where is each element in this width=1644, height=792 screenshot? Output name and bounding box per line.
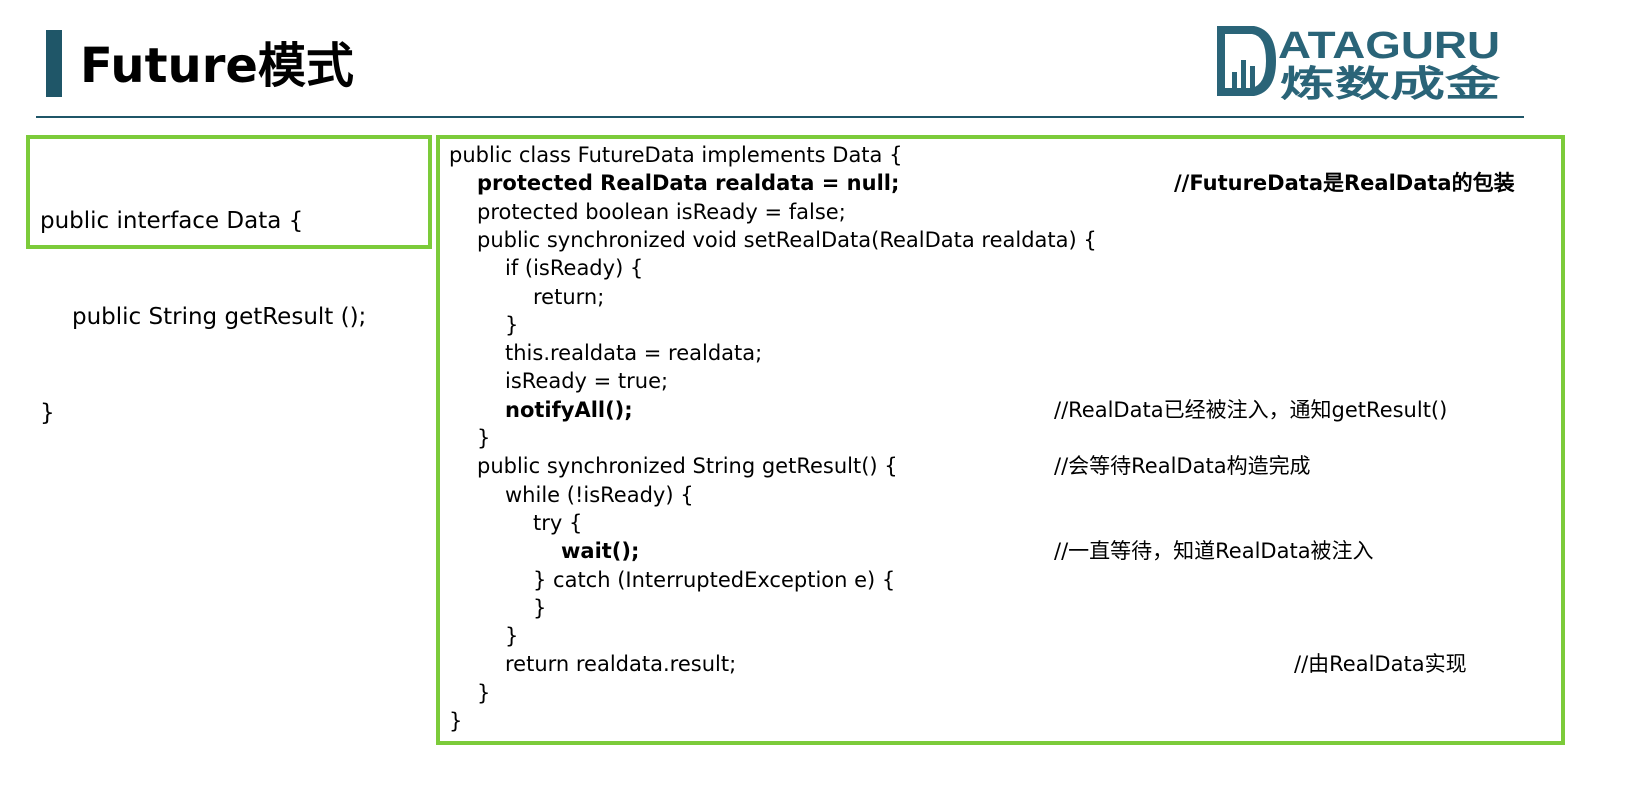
code-line: return realdata.result; bbox=[505, 652, 737, 677]
code-line: protected boolean isReady = false; bbox=[477, 199, 846, 224]
code-comment: //FutureData是RealData的包装 bbox=[1174, 171, 1515, 196]
code-line: while (!isReady) { bbox=[505, 482, 694, 507]
logo-latin-text: ATAGURU bbox=[1278, 25, 1500, 67]
slide-title: Future模式 bbox=[80, 38, 354, 94]
code-line: public String getResult (); bbox=[72, 304, 367, 330]
code-line: public synchronized void setRealData(Rea… bbox=[477, 227, 1097, 252]
code-line: } bbox=[477, 426, 491, 450]
code-line: } catch (InterruptedException e) { bbox=[533, 567, 896, 592]
interface-code-block: public interface Data { public String ge… bbox=[40, 141, 366, 461]
ataguru-logo: ATAGURU 炼数成金 bbox=[1217, 25, 1502, 100]
code-line: try { bbox=[533, 510, 583, 535]
code-comment: //由RealData实现 bbox=[1294, 652, 1467, 677]
logo-cjk-text: 炼数成金 bbox=[1280, 63, 1502, 100]
title-accent-bar bbox=[46, 30, 62, 97]
code-line: } bbox=[505, 312, 519, 337]
code-line: public synchronized String getResult() { bbox=[477, 454, 898, 479]
code-line: this.realdata = realdata; bbox=[505, 341, 763, 366]
code-line: public interface Data { bbox=[40, 208, 304, 234]
code-line: } bbox=[505, 624, 519, 649]
code-line: } bbox=[449, 709, 463, 733]
class-code-box bbox=[436, 135, 1565, 745]
code-line: public class FutureData implements Data … bbox=[449, 143, 903, 167]
code-line: notifyAll(); bbox=[505, 397, 633, 422]
code-comment: //会等待RealData构造完成 bbox=[1054, 454, 1311, 479]
code-line: isReady = true; bbox=[505, 369, 669, 394]
code-comment: //一直等待，知道RealData被注入 bbox=[1054, 539, 1374, 564]
code-comment: //RealData已经被注入，通知getResult() bbox=[1054, 397, 1448, 422]
code-line: } bbox=[533, 595, 547, 620]
code-line: wait(); bbox=[561, 539, 640, 564]
code-line: return; bbox=[533, 284, 605, 309]
code-line: if (isReady) { bbox=[505, 256, 644, 281]
code-line: protected RealData realdata = null; bbox=[477, 171, 900, 196]
code-line: } bbox=[40, 400, 55, 426]
code-line: } bbox=[477, 680, 491, 705]
interface-code-box bbox=[26, 135, 432, 249]
header-divider bbox=[36, 116, 1524, 118]
